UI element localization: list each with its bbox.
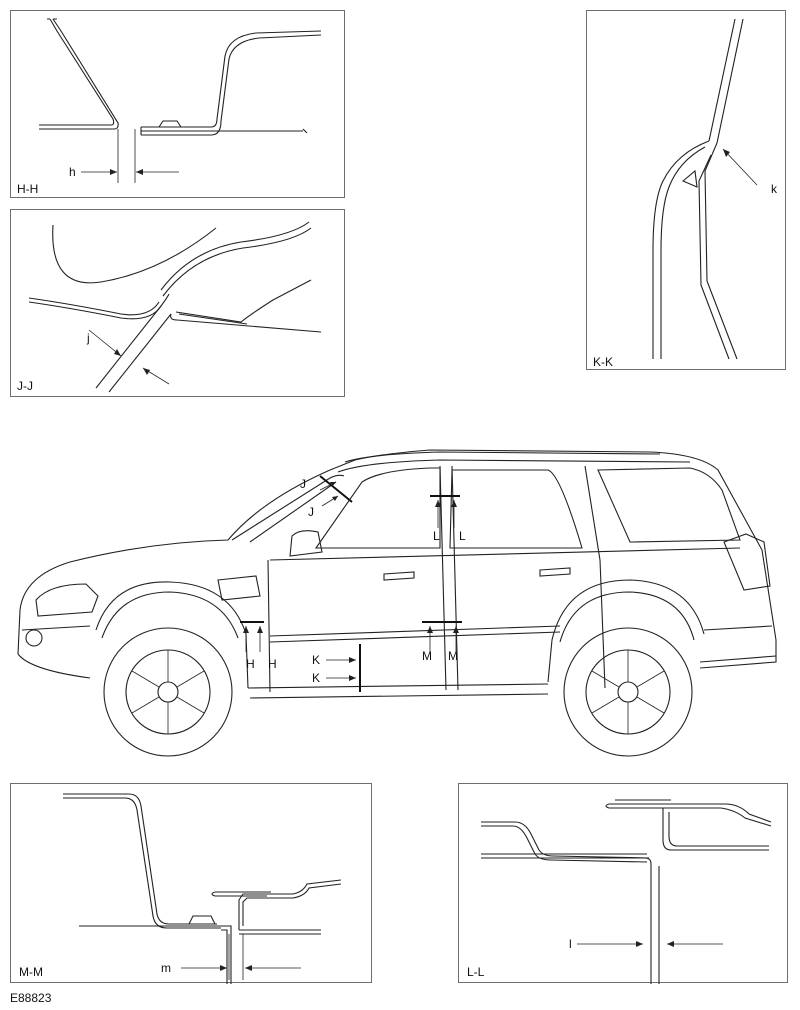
rear-window (449, 469, 583, 549)
marker-j-line (319, 475, 353, 503)
dim-k-label: k (771, 182, 777, 196)
section-hh-drawing (39, 18, 322, 183)
front-wheel (103, 627, 233, 757)
section-hh-panel: h H-H (10, 10, 345, 198)
section-hh-label: H-H (17, 182, 39, 196)
section-mm-drawing (63, 793, 342, 984)
figure-id: E88823 (10, 991, 52, 1005)
section-ll-drawing (481, 799, 772, 984)
marker-m-label-1: M (422, 649, 432, 663)
marker-k-label-1: K (312, 653, 321, 667)
dim-l-label: l (569, 937, 572, 951)
headlight (35, 583, 99, 617)
section-kk-label: K-K (593, 355, 614, 369)
section-kk-panel: k K-K (586, 10, 786, 370)
section-jj-drawing (28, 221, 322, 393)
marker-h-label-1: H (246, 657, 255, 671)
section-ll-label: L-L (467, 965, 485, 979)
section-mm-label: M-M (19, 965, 43, 979)
vehicle-body-outline (17, 449, 777, 669)
section-ll-panel: l L-L (458, 783, 788, 984)
section-mm-panel: m M-M (10, 783, 372, 984)
section-jj-label: J-J (17, 379, 33, 393)
marker-k-label-2: K (312, 671, 321, 685)
marker-l-label-2: L (459, 529, 466, 543)
dim-j-label: j (87, 331, 90, 345)
marker-j-label-2: J (308, 505, 314, 519)
mirror (289, 530, 323, 557)
marker-h-label-2: H (268, 657, 277, 671)
section-jj-panel: j J-J (10, 209, 345, 397)
front-window (314, 467, 441, 549)
tail-lamp (723, 533, 771, 591)
marker-m-label-2: M (448, 649, 458, 663)
marker-j-label-1: J (300, 477, 306, 491)
section-kk-drawing (652, 18, 758, 360)
rear-wheel (563, 627, 693, 757)
marker-l-label-1: L (433, 529, 440, 543)
quarter-window (597, 467, 741, 543)
vehicle-side-view (17, 449, 777, 757)
dim-m-label: m (161, 961, 171, 975)
dim-h-label: h (69, 165, 76, 179)
